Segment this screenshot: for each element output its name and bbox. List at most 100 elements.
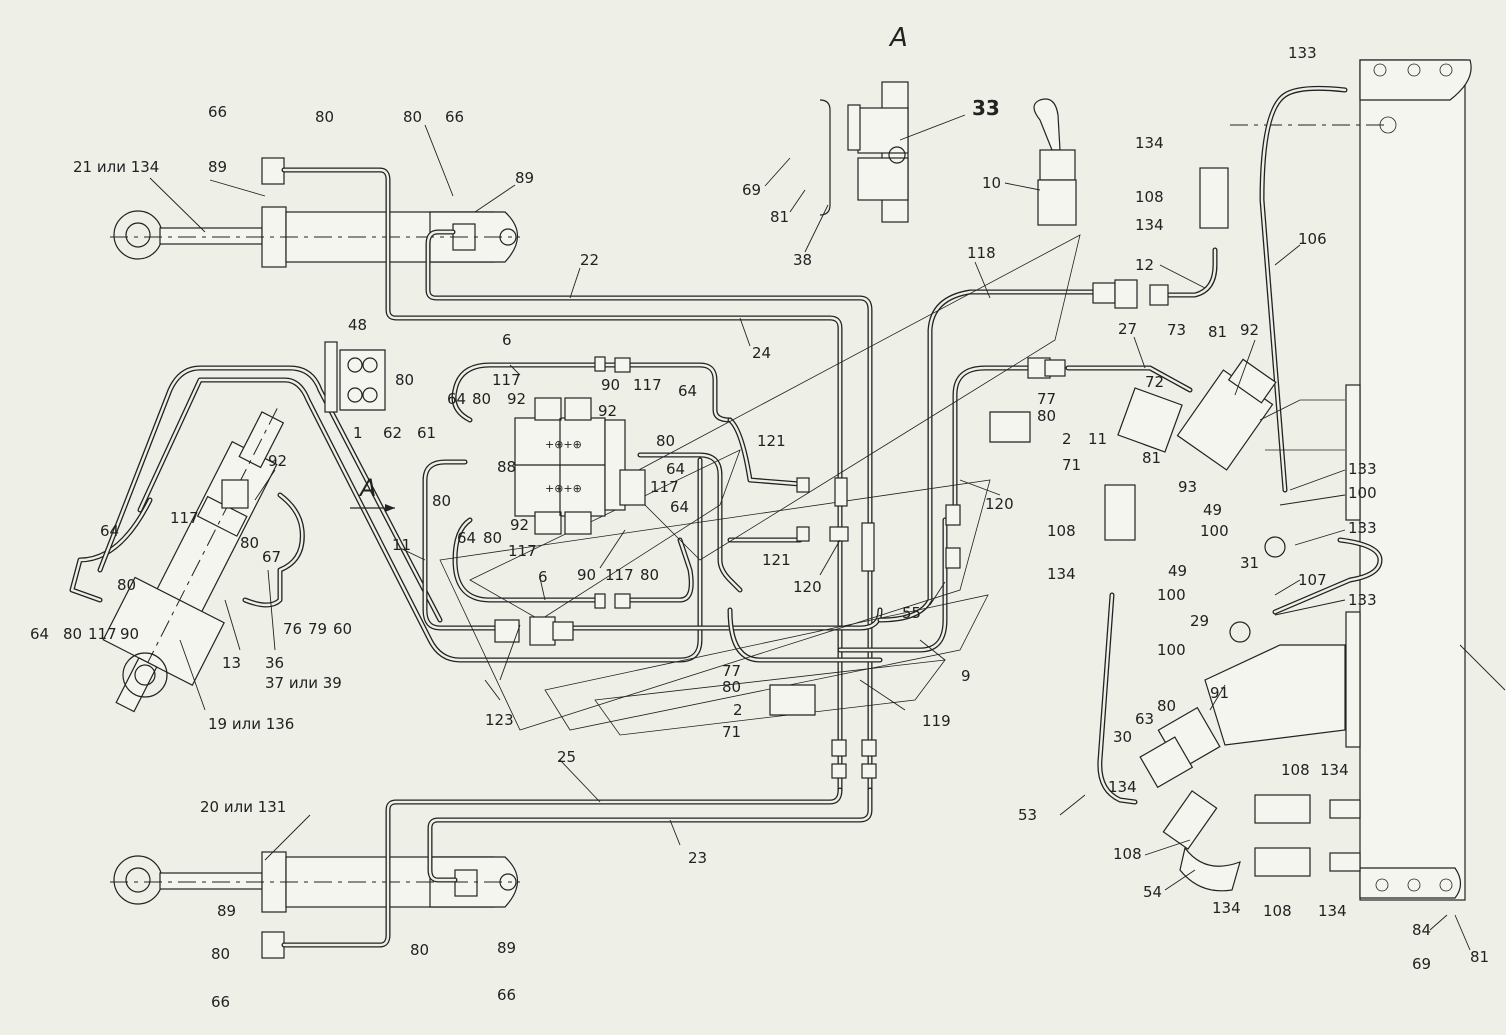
callout: 80 [63,625,82,643]
callout: 92 [598,402,617,420]
callout: 80 [656,432,675,450]
callout: 21 или 134 [73,158,159,176]
callout: 80 [1037,407,1056,425]
callout: 80 [211,945,230,963]
callout: 106 [1298,230,1327,248]
callout: 2 [1062,430,1072,448]
callout: 108 [1113,845,1142,863]
callout: 117 [508,542,537,560]
callout: 55 [902,604,921,622]
callout: 100 [1157,641,1186,659]
callout: 107 [1298,571,1327,589]
callout: 23 [688,849,707,867]
callout: 48 [348,316,367,334]
callout-labels: A A 33 133 134 108 134 106 12 118 27 73 … [30,23,1489,1011]
callout: 117 [170,509,199,527]
callout: 79 [308,620,327,638]
callout: 80 [432,492,451,510]
control-valve-top [819,81,909,223]
callout: 89 [515,169,534,187]
callout: 89 [217,902,236,920]
joystick-control [1033,98,1077,226]
callout: 2 [733,701,743,719]
upper-left-cylinder [110,157,520,268]
callout: 92 [510,516,529,534]
callout: 66 [211,993,230,1011]
callout: 64 [447,390,466,408]
callout: 84 [1412,921,1431,939]
callout: 62 [383,424,402,442]
callout: 80 [403,108,422,126]
callout: 90 [577,566,596,584]
callout: 81 [1142,449,1161,467]
callout: 63 [1135,710,1154,728]
callout: 19 или 136 [208,715,294,733]
callout: 9 [961,667,971,685]
callout: 134 [1108,778,1137,796]
callout: 38 [793,251,812,269]
callout: 134 [1135,216,1164,234]
callout: 80 [722,678,741,696]
pump-assembly-lower [1139,536,1346,892]
callout: 37 или 39 [265,674,342,692]
clamps [324,341,1031,716]
callout: 30 [1113,728,1132,746]
callout: 108 [1263,902,1292,920]
callout: 49 [1168,562,1187,580]
callout: 20 или 131 [200,798,286,816]
callout: 71 [722,723,741,741]
callout: 108 [1047,522,1076,540]
callout: 118 [967,244,996,262]
callout: 133 [1348,591,1377,609]
callout: 134 [1320,761,1349,779]
svg-text:+⊕+⊕: +⊕+⊕ [545,438,582,451]
fittings [494,167,1361,877]
callout: 76 [283,620,302,638]
radiator-frame [1230,59,1506,901]
callout: 80 [395,371,414,389]
callout: 92 [1240,321,1259,339]
pump-assembly-upper [1117,358,1345,471]
callout: 80 [472,390,491,408]
callout: 90 [120,625,139,643]
callout: 134 [1212,899,1241,917]
callout: 80 [410,941,429,959]
leader-lines [149,114,1471,951]
callout: 80 [1157,697,1176,715]
callout: 69 [742,181,761,199]
callout: 67 [262,548,281,566]
callout: 49 [1203,501,1222,519]
callout: 77 [1037,390,1056,408]
callout: 31 [1240,554,1259,572]
callout: 69 [1412,955,1431,973]
callout: 92 [507,390,526,408]
callout: 133 [1288,44,1317,62]
callout: 6 [538,568,548,586]
callout: 121 [762,551,791,569]
callout: 66 [208,103,227,121]
callout: 120 [793,578,822,596]
callout: 80 [483,529,502,547]
callout: 64 [100,522,119,540]
callout: 117 [88,625,117,643]
callout: 89 [208,158,227,176]
callout: 81 [1208,323,1227,341]
callout: 22 [580,251,599,269]
callout: 24 [752,344,771,362]
lower-left-cylinder [110,851,520,959]
callout: 91 [1210,684,1229,702]
callout: 64 [30,625,49,643]
callout: 90 [601,376,620,394]
callout: 123 [485,711,514,729]
callout: 11 [1088,430,1107,448]
callout: 121 [757,432,786,450]
callout: 80 [640,566,659,584]
callout: 119 [922,712,951,730]
callout: 117 [492,371,521,389]
callout: 80 [315,108,334,126]
svg-text:+⊕+⊕: +⊕+⊕ [545,482,582,495]
callout: 88 [497,458,516,476]
callout: 100 [1200,522,1229,540]
